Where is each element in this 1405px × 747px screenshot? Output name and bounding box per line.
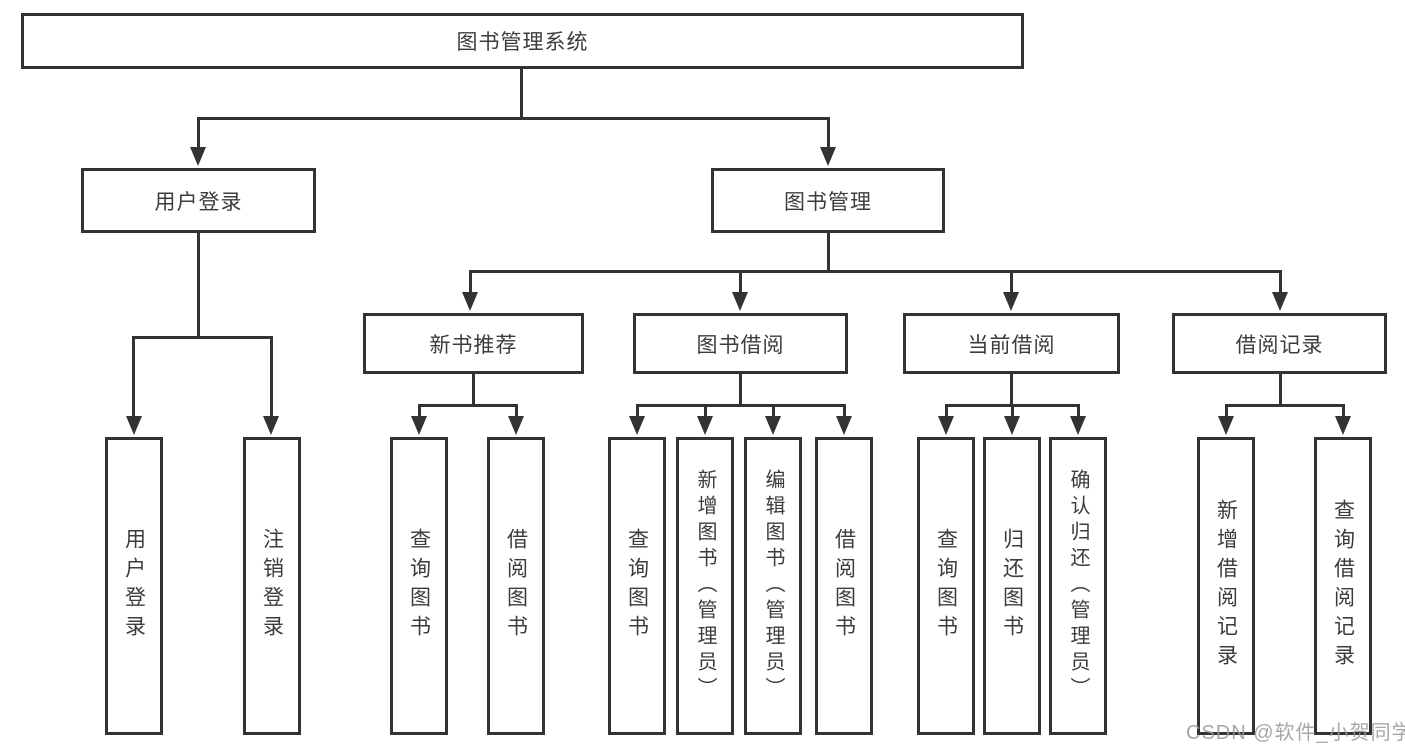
arrow-down-icon xyxy=(1004,416,1020,435)
arrow-down-icon xyxy=(629,416,645,435)
connector-line xyxy=(469,270,472,296)
connector-line xyxy=(270,336,273,420)
leaf-query-books-2: 查询图书 xyxy=(608,437,666,735)
arrow-down-icon xyxy=(1272,292,1288,311)
arrow-down-icon xyxy=(1335,416,1351,435)
node-current-borrow: 当前借阅 xyxy=(903,313,1120,374)
connector-line xyxy=(197,233,200,339)
leaf-confirm-return-admin-label: 确认归还（管理员） xyxy=(1067,469,1089,703)
leaf-confirm-return-admin: 确认归还（管理员） xyxy=(1049,437,1107,735)
connector-line xyxy=(197,117,830,120)
connector-line xyxy=(636,404,639,418)
arrow-down-icon xyxy=(938,416,954,435)
leaf-user-login: 用户登录 xyxy=(105,437,163,735)
connector-line xyxy=(843,404,846,418)
arrow-down-icon xyxy=(1070,416,1086,435)
leaf-add-borrow-record: 新增借阅记录 xyxy=(1197,437,1255,735)
leaf-borrow-books-1-label: 借阅图书 xyxy=(504,528,528,644)
node-root: 图书管理系统 xyxy=(21,13,1024,69)
connector-line xyxy=(472,374,475,407)
leaf-query-borrow-record-label: 查询借阅记录 xyxy=(1331,499,1355,673)
connector-line xyxy=(704,404,707,418)
node-user-login-label: 用户登录 xyxy=(154,190,243,214)
connector-line xyxy=(418,404,518,407)
leaf-edit-books-admin-label: 编辑图书（管理员） xyxy=(762,469,784,703)
node-borrow-records: 借阅记录 xyxy=(1172,313,1387,374)
leaf-query-books-2-label: 查询图书 xyxy=(625,528,649,644)
connector-line xyxy=(1011,404,1014,418)
node-borrow-records-label: 借阅记录 xyxy=(1235,333,1324,357)
leaf-borrow-books-2: 借阅图书 xyxy=(815,437,873,735)
connector-line xyxy=(132,336,273,339)
leaf-add-borrow-record-label: 新增借阅记录 xyxy=(1214,499,1238,673)
leaf-logout: 注销登录 xyxy=(243,437,301,735)
node-new-book-recommend-label: 新书推荐 xyxy=(429,333,518,357)
connector-line xyxy=(469,270,1282,273)
arrow-down-icon xyxy=(508,416,524,435)
connector-line xyxy=(827,117,830,151)
node-current-borrow-label: 当前借阅 xyxy=(967,333,1056,357)
node-book-management-label: 图书管理 xyxy=(784,190,872,214)
leaf-borrow-books-1: 借阅图书 xyxy=(487,437,545,735)
arrow-down-icon xyxy=(697,416,713,435)
connector-line xyxy=(132,336,135,420)
connector-line xyxy=(418,404,421,418)
node-book-borrow: 图书借阅 xyxy=(633,313,848,374)
arrow-down-icon xyxy=(765,416,781,435)
connector-line xyxy=(636,404,846,407)
leaf-return-books-label: 归还图书 xyxy=(1000,528,1024,644)
connector-line xyxy=(1077,404,1080,418)
connector-line xyxy=(945,404,948,418)
leaf-return-books: 归还图书 xyxy=(983,437,1041,735)
leaf-query-books-3-label: 查询图书 xyxy=(934,528,958,644)
arrow-down-icon xyxy=(126,416,142,435)
arrow-down-icon xyxy=(732,292,748,311)
arrow-down-icon xyxy=(190,147,206,166)
leaf-borrow-books-2-label: 借阅图书 xyxy=(832,528,856,644)
node-book-borrow-label: 图书借阅 xyxy=(696,333,785,357)
connector-line xyxy=(1225,404,1228,418)
arrow-down-icon xyxy=(836,416,852,435)
arrow-down-icon xyxy=(1003,292,1019,311)
arrow-down-icon xyxy=(263,416,279,435)
leaf-user-login-label: 用户登录 xyxy=(122,528,146,644)
connector-line xyxy=(1010,270,1013,296)
csdn-watermark: CSDN @软件_小贺同学 xyxy=(1186,722,1405,744)
connector-line xyxy=(520,69,523,120)
arrow-down-icon xyxy=(411,416,427,435)
node-new-book-recommend: 新书推荐 xyxy=(363,313,584,374)
arrow-down-icon xyxy=(1218,416,1234,435)
connector-line xyxy=(197,117,200,151)
connector-line xyxy=(515,404,518,418)
connector-line xyxy=(1342,404,1345,418)
leaf-add-books-admin: 新增图书（管理员） xyxy=(676,437,734,735)
node-book-management: 图书管理 xyxy=(711,168,945,233)
leaf-query-books-3: 查询图书 xyxy=(917,437,975,735)
leaf-query-books-1-label: 查询图书 xyxy=(407,528,431,644)
connector-line xyxy=(1279,270,1282,296)
leaf-edit-books-admin: 编辑图书（管理员） xyxy=(744,437,802,735)
arrow-down-icon xyxy=(820,147,836,166)
node-root-label: 图书管理系统 xyxy=(456,31,589,54)
leaf-query-books-1: 查询图书 xyxy=(390,437,448,735)
connector-line xyxy=(827,233,830,273)
arrow-down-icon xyxy=(462,292,478,311)
leaf-query-borrow-record: 查询借阅记录 xyxy=(1314,437,1372,735)
connector-line xyxy=(772,404,775,418)
connector-line xyxy=(739,374,742,407)
connector-line xyxy=(1279,374,1282,407)
connector-line xyxy=(739,270,742,296)
leaf-logout-label: 注销登录 xyxy=(260,528,284,644)
connector-line xyxy=(1010,374,1013,407)
node-user-login: 用户登录 xyxy=(81,168,316,233)
leaf-add-books-admin-label: 新增图书（管理员） xyxy=(694,469,716,703)
connector-line xyxy=(1225,404,1345,407)
